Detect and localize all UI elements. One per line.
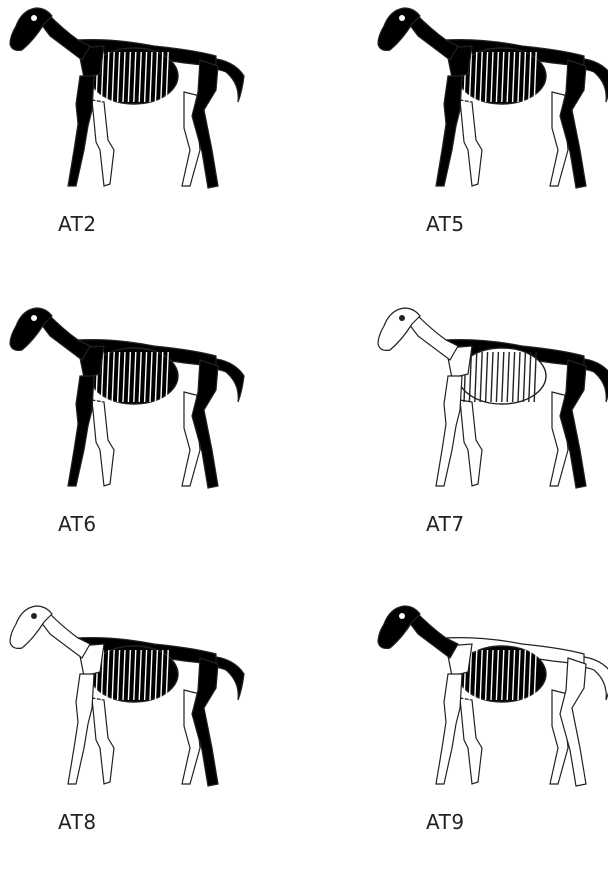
orbit xyxy=(399,613,405,619)
panel-label: AT8 xyxy=(58,810,97,834)
hindlimb-left xyxy=(560,360,586,488)
forelimb-right xyxy=(460,100,482,186)
panel-label: AT2 xyxy=(58,212,97,236)
forelimb-right xyxy=(460,400,482,486)
forelimb-left xyxy=(436,674,462,784)
panel-at8: AT8 xyxy=(4,598,304,876)
horse-skeleton xyxy=(4,0,264,200)
forelimb-right xyxy=(92,698,114,784)
forelimb-left xyxy=(68,674,94,784)
panel-label: AT7 xyxy=(426,512,465,536)
hindlimb-left xyxy=(560,658,586,786)
hindlimb-left xyxy=(192,658,218,786)
horse-skeleton xyxy=(372,300,608,500)
orbit xyxy=(31,15,37,21)
panel-label: AT5 xyxy=(426,212,465,236)
panel-label: AT6 xyxy=(58,512,97,536)
orbit xyxy=(31,613,37,619)
panel-at9: AT9 xyxy=(372,598,608,876)
forelimb-right xyxy=(460,698,482,784)
forelimb-left xyxy=(436,76,462,186)
horse-skeleton xyxy=(372,598,608,798)
horse-skeleton xyxy=(372,0,608,200)
forelimb-right xyxy=(92,400,114,486)
panel-at7: AT7 xyxy=(372,300,608,578)
panel-at6: AT6 xyxy=(4,300,304,578)
hindlimb-left xyxy=(192,60,218,188)
panel-at2: AT2 xyxy=(4,0,304,278)
forelimb-left xyxy=(68,76,94,186)
hindlimb-left xyxy=(192,360,218,488)
hindlimb-left xyxy=(560,60,586,188)
forelimb-left xyxy=(436,376,462,486)
forelimb-left xyxy=(68,376,94,486)
orbit xyxy=(399,15,405,21)
orbit xyxy=(31,315,37,321)
panel-label: AT9 xyxy=(426,810,465,834)
horse-skeleton xyxy=(4,300,264,500)
horse-skeleton xyxy=(4,598,264,798)
orbit xyxy=(399,315,405,321)
panel-at5: AT5 xyxy=(372,0,608,278)
forelimb-right xyxy=(92,100,114,186)
